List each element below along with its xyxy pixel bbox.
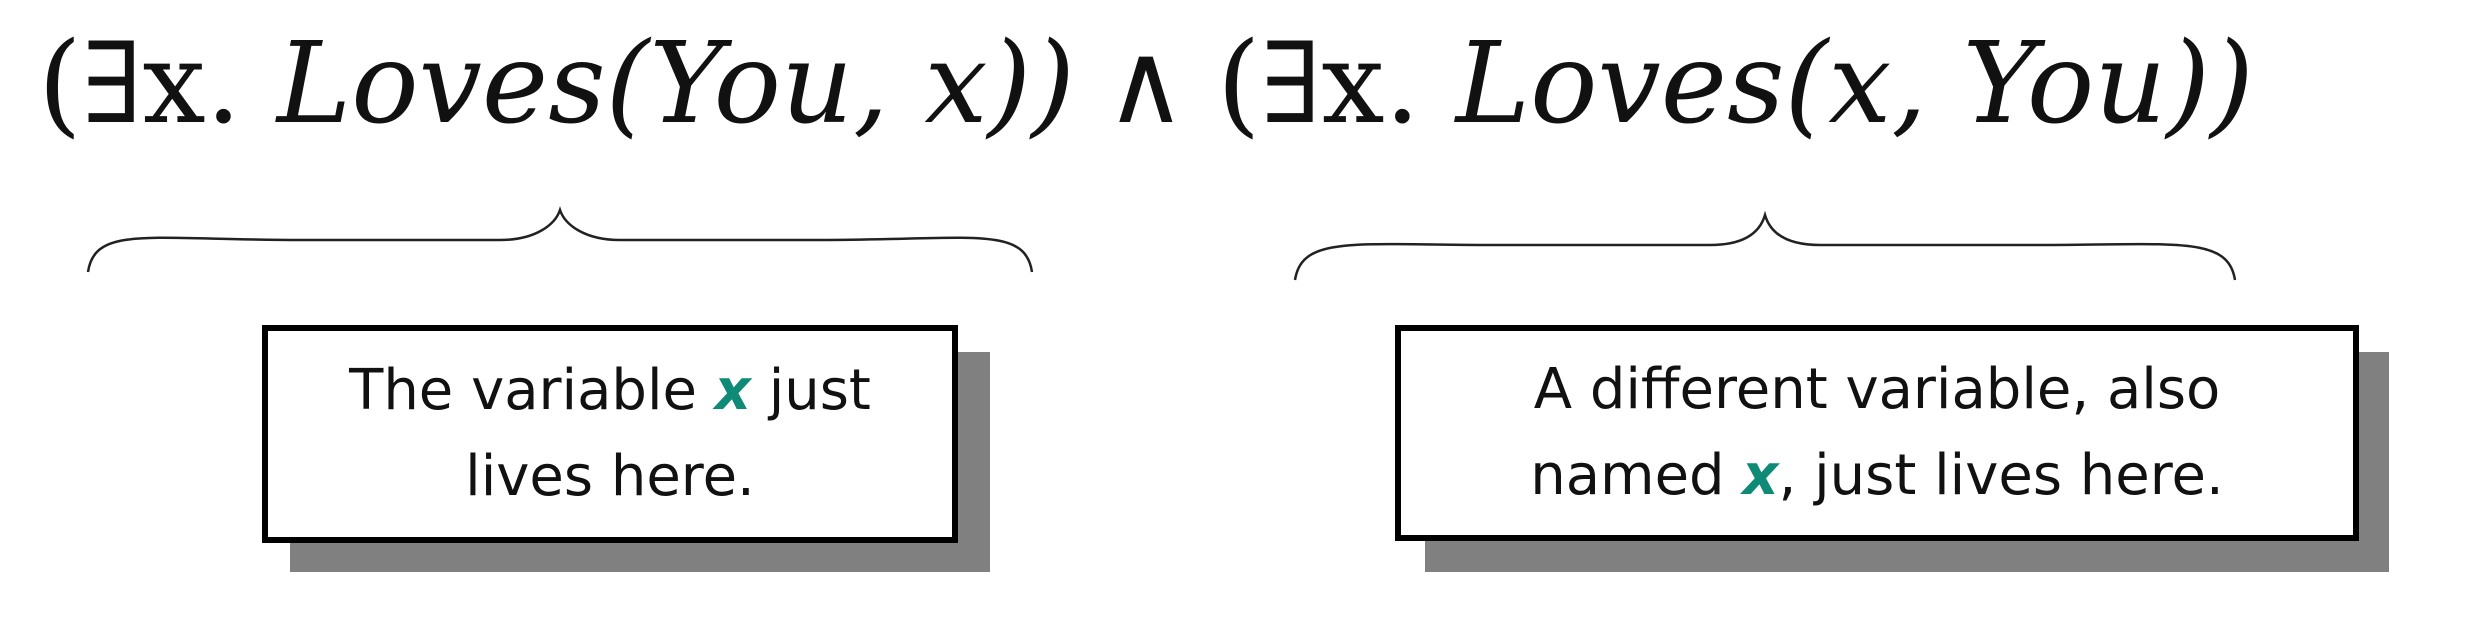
variable-x: x bbox=[1742, 443, 1779, 508]
right-callout: A different variable, also named x, just… bbox=[1395, 325, 2359, 541]
left-brace bbox=[86, 206, 1034, 273]
formula: (∃x. Loves(You, x))∧(∃x. Loves(x, You)) bbox=[38, 4, 2458, 164]
right-predicate: Loves bbox=[1455, 19, 1785, 149]
variable-x: x bbox=[714, 358, 751, 423]
left-callout-text-tail: just bbox=[750, 358, 871, 423]
right-callout-line-2: named x, just lives here. bbox=[1530, 433, 2224, 519]
left-callout: The variable x just lives here. bbox=[262, 325, 958, 543]
left-callout-line-2: lives here. bbox=[465, 444, 755, 509]
left-callout-text: The variable bbox=[349, 358, 715, 423]
right-callout-text: named bbox=[1530, 443, 1743, 508]
right-arguments: (x, You)) bbox=[1784, 19, 2254, 149]
right-brace bbox=[1293, 210, 2237, 281]
left-quantifier: (∃x. bbox=[38, 19, 277, 149]
right-quantifier: (∃x. bbox=[1216, 19, 1456, 149]
left-predicate: Loves bbox=[276, 19, 606, 149]
right-callout-line-1: A different variable, also bbox=[1533, 357, 2221, 422]
and-connective: ∧ bbox=[1104, 19, 1187, 149]
left-callout-line-1: The variable x just bbox=[349, 348, 871, 434]
left-arguments: (You, x)) bbox=[605, 19, 1075, 149]
right-callout-text-tail: , just lives here. bbox=[1778, 443, 2224, 508]
